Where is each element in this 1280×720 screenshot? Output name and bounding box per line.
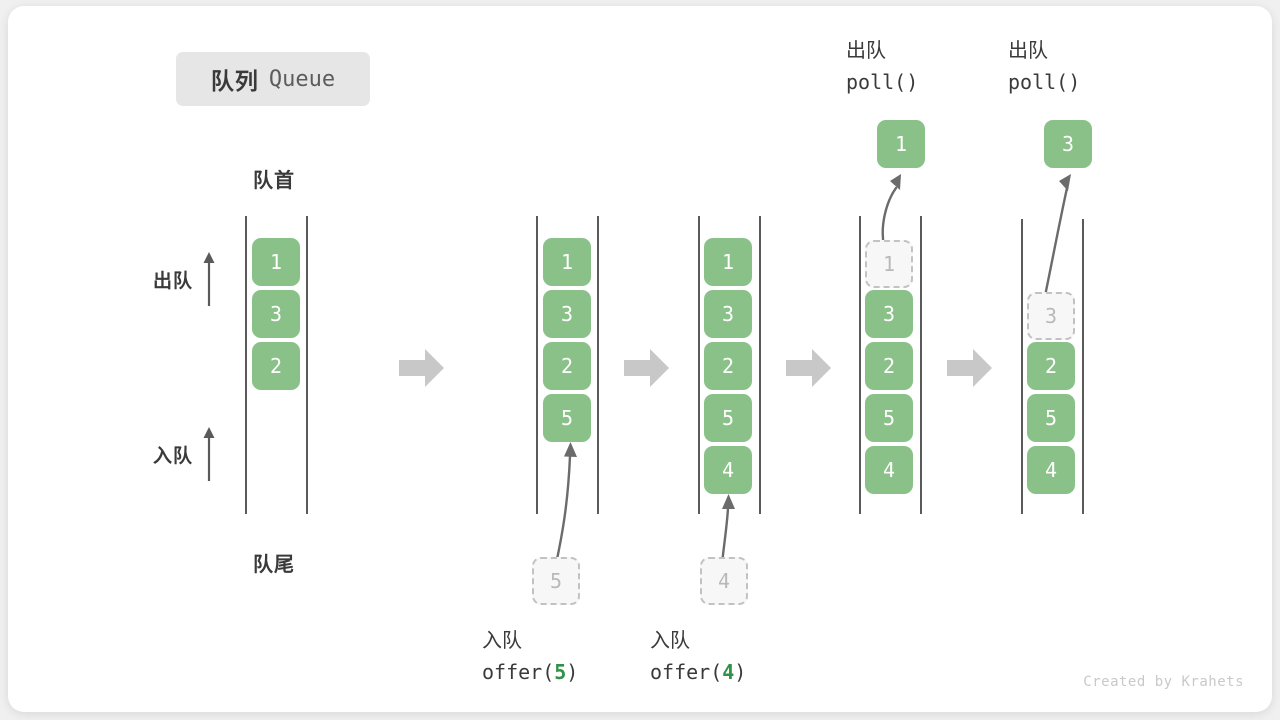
queue-cell: 5	[704, 394, 752, 442]
fn-arg: 4	[722, 660, 735, 684]
queue-cell: 1	[252, 238, 300, 286]
watermark: Created by Krahets	[1083, 674, 1244, 690]
queue-cell: 3	[252, 290, 300, 338]
right-arrow-icon	[399, 349, 444, 387]
fn-prefix: offer(	[650, 660, 723, 684]
queue-rail-left-5	[1021, 219, 1023, 514]
queue-cell: 2	[865, 342, 913, 390]
right-arrow-icon	[786, 349, 831, 387]
queue-rail-right-4	[920, 216, 922, 514]
operation-label-function: poll()	[846, 67, 986, 98]
up-arrow-icon	[203, 252, 215, 306]
fn-prefix: offer(	[482, 660, 555, 684]
queue-cell: 4	[1027, 446, 1075, 494]
queue-cell: 2	[252, 342, 300, 390]
enqueue-curve-arrow-icon	[554, 442, 577, 566]
queue-rail-right-3	[759, 216, 761, 514]
queue-cell: 3	[543, 290, 591, 338]
queue-cell: 5	[865, 394, 913, 442]
operation-label-poll-3: 出队 poll()	[1008, 36, 1148, 98]
queue-cell: 3	[865, 290, 913, 338]
queue-cell: 4	[865, 446, 913, 494]
operation-label-chinese: 出队	[846, 40, 886, 62]
operation-label-poll-1: 出队 poll()	[846, 36, 986, 98]
queue-cell: 5	[1027, 394, 1075, 442]
queue-ghost-cell: 1	[865, 240, 913, 288]
dequeue-side-label-text: 出队	[153, 270, 194, 292]
fn-suffix: )	[906, 70, 919, 94]
queue-front-label: 队首	[253, 170, 295, 192]
queue-rail-left-1	[245, 216, 247, 514]
diagram-title-badge: 队列 Queue	[176, 52, 370, 106]
operation-label-function: offer(4)	[650, 657, 800, 688]
dequeue-curve-arrow-icon	[881, 174, 901, 248]
operation-label-function: poll()	[1008, 67, 1148, 98]
queue-cell: 3	[704, 290, 752, 338]
queue-cell: 1	[543, 238, 591, 286]
queue-ghost-cell: 3	[1027, 292, 1075, 340]
queue-popped-cell: 1	[877, 120, 925, 168]
fn-suffix: )	[734, 660, 747, 684]
queue-rail-right-1	[306, 216, 308, 514]
operation-label-offer-5: 入队 offer(5)	[482, 626, 632, 688]
fn-suffix: )	[566, 660, 579, 684]
queue-cell: 4	[704, 446, 752, 494]
enqueue-side-label-text: 入队	[153, 445, 194, 467]
right-arrow-icon	[624, 349, 669, 387]
enqueue-curve-arrow-icon	[720, 494, 735, 566]
operation-label-chinese: 入队	[482, 630, 522, 652]
dequeue-curve-arrow-icon	[1043, 174, 1071, 298]
queue-rail-left-2	[536, 216, 538, 514]
title-chinese: 队列	[210, 68, 259, 94]
right-arrow-icon	[947, 349, 992, 387]
up-arrow-icon	[203, 427, 215, 481]
queue-popped-cell: 3	[1044, 120, 1092, 168]
fn-prefix: poll(	[846, 70, 907, 94]
enqueue-side-label: 入队	[153, 426, 216, 482]
fn-suffix: )	[1068, 70, 1081, 94]
queue-cell: 1	[704, 238, 752, 286]
queue-incoming-ghost-cell: 4	[700, 557, 748, 605]
operation-label-chinese: 出队	[1008, 40, 1048, 62]
queue-rail-left-4	[859, 216, 861, 514]
fn-arg: 5	[554, 660, 567, 684]
fn-prefix: poll(	[1008, 70, 1069, 94]
operation-label-chinese: 入队	[650, 630, 690, 652]
operation-label-offer-4: 入队 offer(4)	[650, 626, 800, 688]
operation-label-function: offer(5)	[482, 657, 632, 688]
diagram-card: 队列 Queue 队首 1 3 2 出队 入队 队尾 1 3 2 5 5	[8, 6, 1272, 712]
queue-cell: 2	[704, 342, 752, 390]
queue-cell: 2	[1027, 342, 1075, 390]
queue-rear-label: 队尾	[253, 554, 295, 576]
dequeue-side-label: 出队	[153, 251, 216, 307]
queue-rail-right-2	[597, 216, 599, 514]
queue-rail-right-5	[1082, 219, 1084, 514]
queue-rail-left-3	[698, 216, 700, 514]
queue-cell: 5	[543, 394, 591, 442]
queue-incoming-ghost-cell: 5	[532, 557, 580, 605]
title-english: Queue	[268, 66, 336, 92]
queue-cell: 2	[543, 342, 591, 390]
